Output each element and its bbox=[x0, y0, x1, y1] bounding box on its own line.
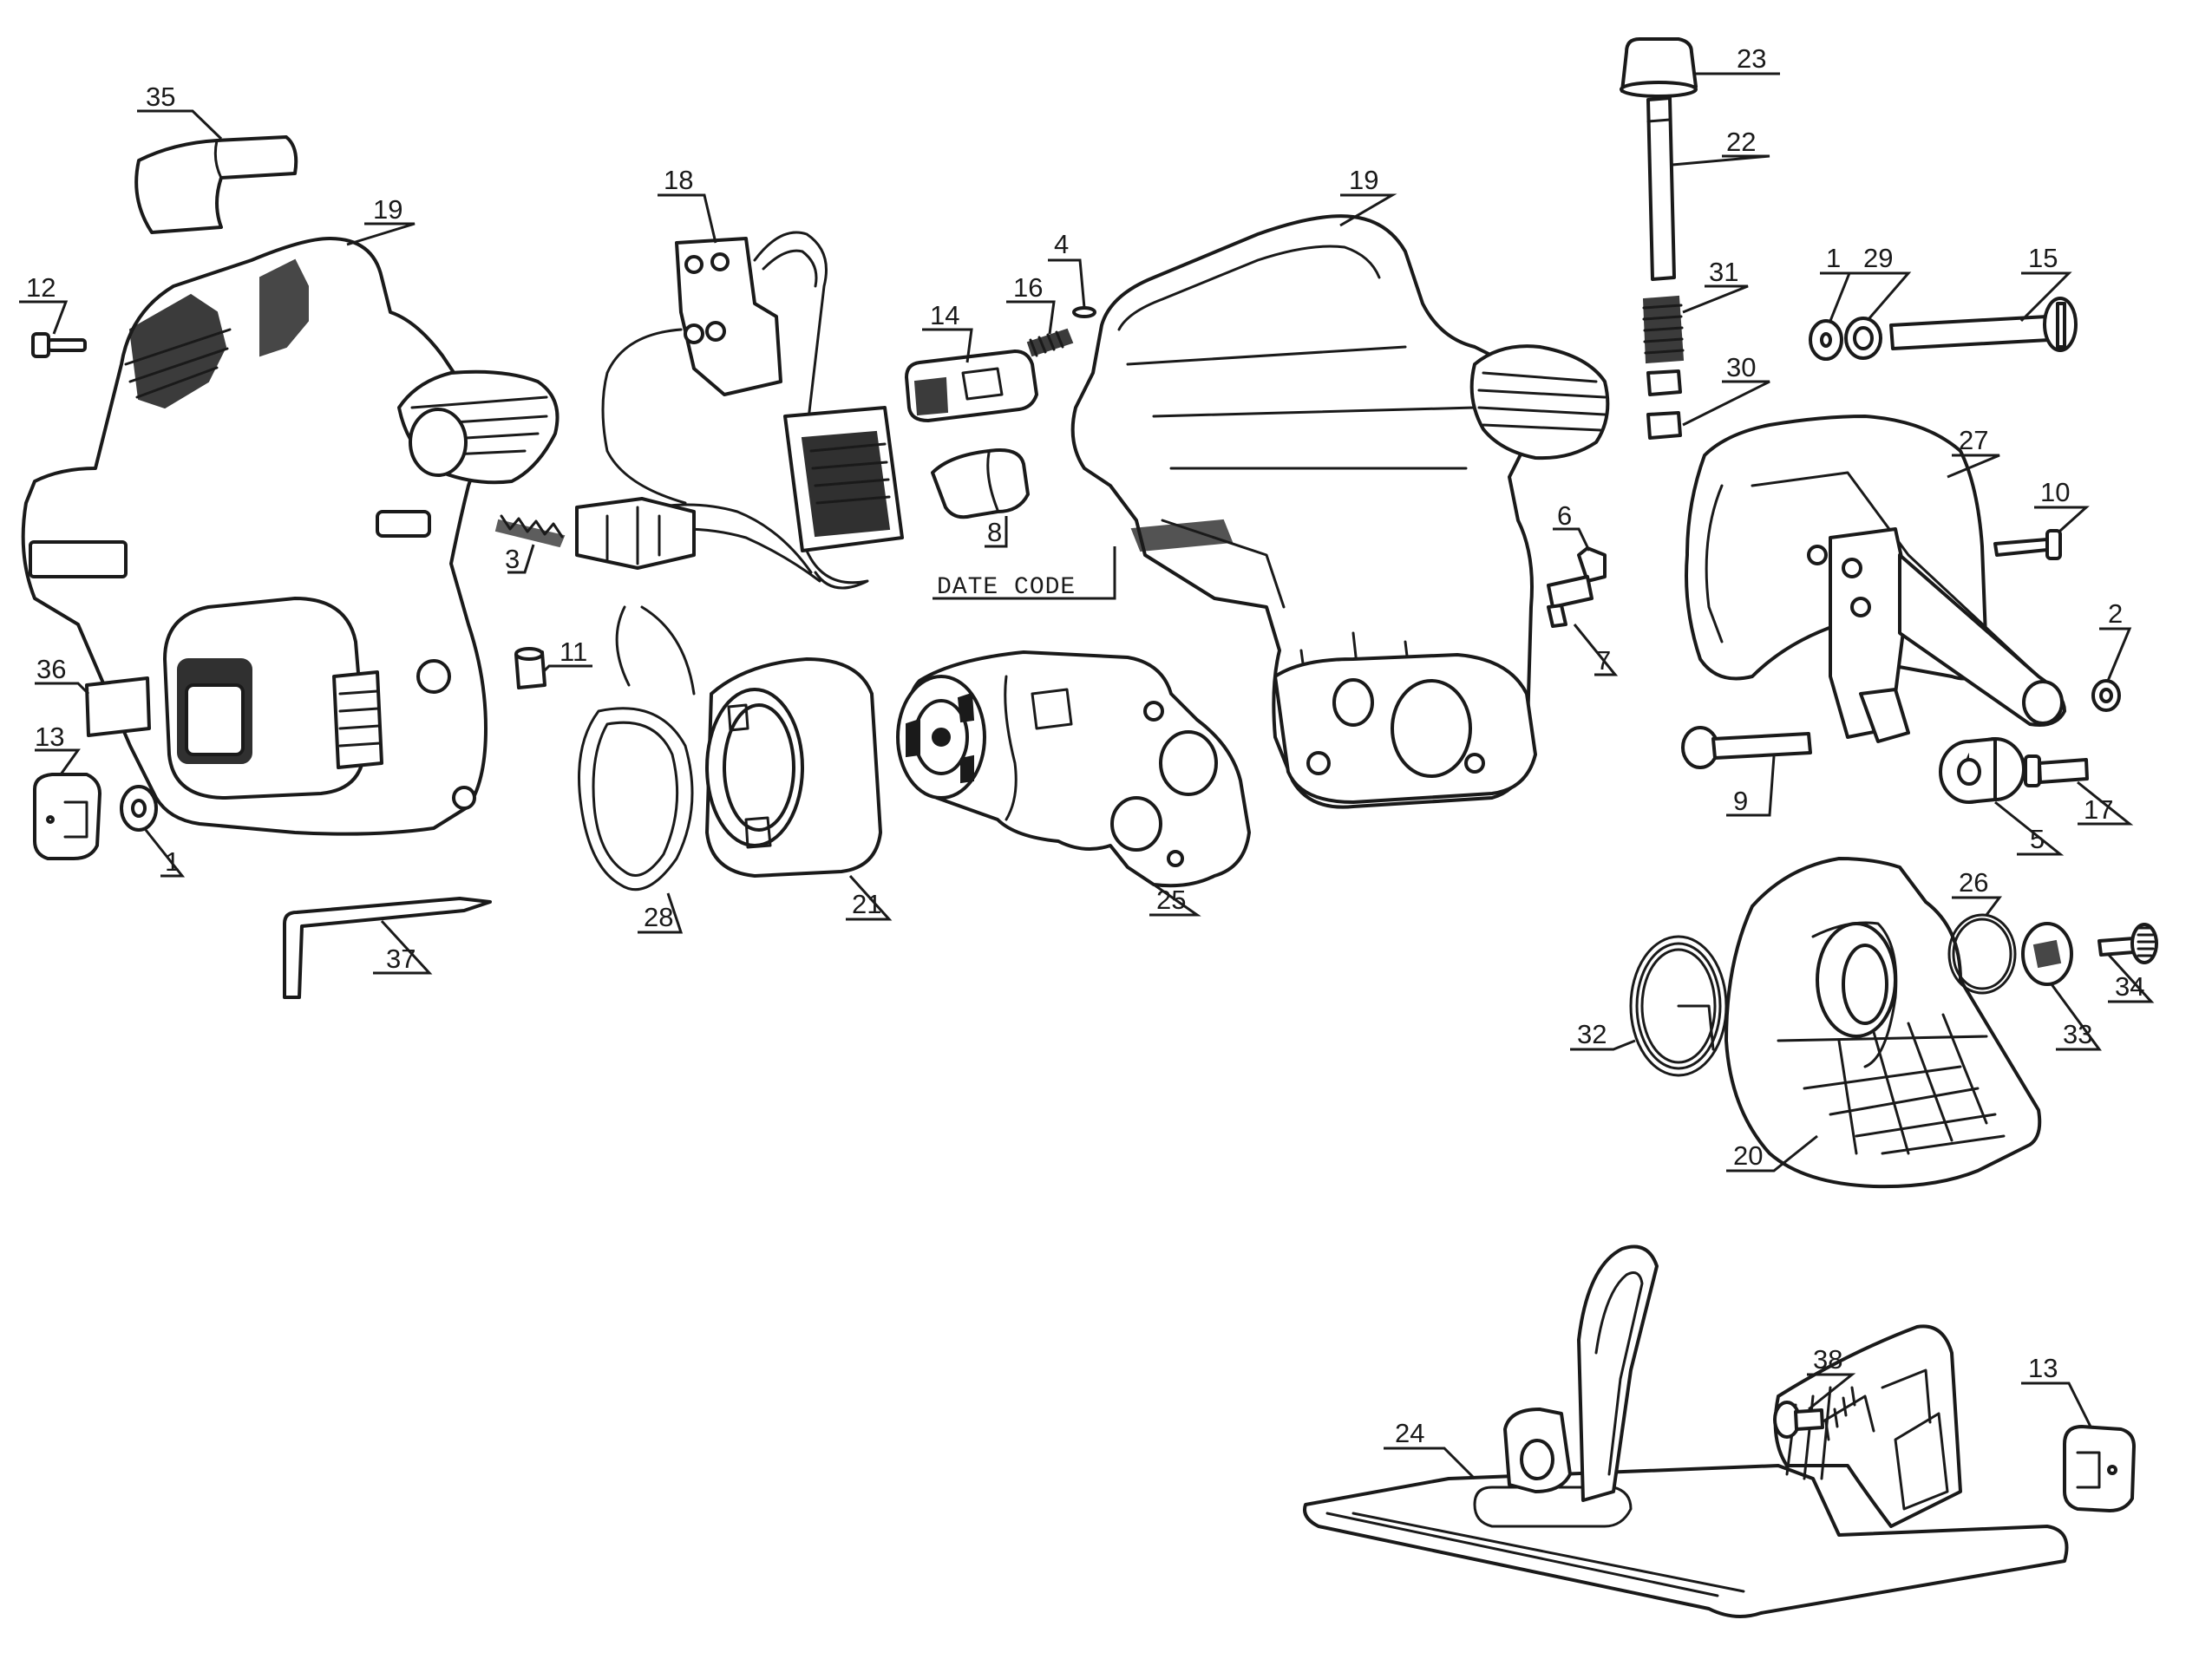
callout-7: 7 bbox=[1596, 645, 1611, 676]
callout-35: 35 bbox=[146, 82, 175, 112]
part-32-spring-coil bbox=[1629, 935, 1728, 1077]
part-8-trigger bbox=[931, 448, 1030, 519]
part-14-lock-button bbox=[905, 349, 1038, 422]
part-13-right-pad bbox=[2063, 1425, 2136, 1512]
callout-26: 26 bbox=[1959, 867, 1988, 898]
part-19-right-housing bbox=[1070, 214, 1610, 809]
part-29-washer bbox=[1844, 317, 1882, 360]
part-31-spring bbox=[1642, 295, 1685, 364]
callout-22: 22 bbox=[1726, 127, 1756, 157]
part-11-sleeve bbox=[514, 647, 546, 689]
callout-37: 37 bbox=[386, 944, 416, 974]
part-17-screw bbox=[2024, 754, 2089, 787]
part-26-ring bbox=[1947, 913, 2017, 995]
part-13-left-pad bbox=[33, 773, 101, 860]
part-10-screw bbox=[1993, 529, 2062, 560]
callout-6: 6 bbox=[1557, 500, 1572, 531]
part-27-guard-lever bbox=[1685, 415, 2066, 743]
part-18-switch-assembly bbox=[575, 231, 904, 696]
part-12-screw bbox=[31, 332, 87, 358]
callout-14: 14 bbox=[930, 300, 959, 330]
callout-2: 2 bbox=[2108, 598, 2123, 629]
callout-20: 20 bbox=[1733, 1140, 1763, 1171]
part-3-spring bbox=[494, 514, 566, 548]
callout-24: 24 bbox=[1395, 1418, 1424, 1448]
part-2-nut bbox=[2091, 679, 2121, 712]
part-37-hex-key bbox=[283, 897, 492, 999]
part-7-clip bbox=[1547, 575, 1594, 628]
callout-28: 28 bbox=[644, 902, 673, 932]
part-1-right-washer bbox=[1809, 319, 1843, 361]
callout-12: 12 bbox=[26, 272, 56, 303]
callout-27: 27 bbox=[1959, 425, 1988, 455]
callout-19-right: 19 bbox=[1349, 165, 1378, 195]
part-36-label-plate bbox=[85, 676, 151, 737]
callout-13-right: 13 bbox=[2028, 1353, 2058, 1383]
part-1-left-washer bbox=[120, 785, 158, 832]
callout-8: 8 bbox=[987, 517, 1002, 547]
callout-16: 16 bbox=[1013, 272, 1043, 303]
part-19-left-housing bbox=[21, 237, 560, 836]
part-24-base-plate bbox=[1303, 1244, 2069, 1618]
part-28-ring bbox=[578, 707, 694, 892]
leader-lines bbox=[19, 72, 2155, 1480]
callout-13-left: 13 bbox=[35, 722, 64, 752]
callout-34: 34 bbox=[2115, 971, 2144, 1002]
part-35-label-cap bbox=[134, 135, 298, 234]
callout-labels: 35 19 12 3 36 13 1 37 11 18 28 21 25 4 1… bbox=[26, 43, 2144, 1448]
callout-33: 33 bbox=[2063, 1019, 2092, 1049]
part-34-blade-bolt bbox=[2097, 923, 2158, 964]
callout-19-left: 19 bbox=[373, 194, 402, 225]
callout-9: 9 bbox=[1733, 786, 1748, 816]
part-23-knob bbox=[1620, 37, 1698, 98]
callout-23: 23 bbox=[1737, 43, 1766, 74]
part-15-bolt bbox=[1889, 297, 2078, 352]
part-4-pin bbox=[1072, 306, 1096, 318]
callout-5: 5 bbox=[2030, 824, 2045, 854]
callout-15: 15 bbox=[2028, 243, 2058, 273]
part-9-screw bbox=[1681, 726, 1812, 769]
callout-1-right: 1 bbox=[1826, 243, 1841, 273]
callout-25: 25 bbox=[1156, 885, 1186, 915]
callout-36: 36 bbox=[36, 654, 66, 684]
part-33-flange bbox=[2021, 922, 2073, 986]
callout-3: 3 bbox=[505, 544, 520, 574]
part-38-screw bbox=[1773, 1401, 1824, 1439]
date-code-label: DATE CODE bbox=[937, 574, 1076, 601]
callout-11: 11 bbox=[560, 637, 587, 667]
part-30-blocks bbox=[1646, 369, 1682, 440]
callout-38: 38 bbox=[1813, 1344, 1842, 1375]
part-25-motor-gearbox bbox=[896, 650, 1251, 888]
part-21-end-cap bbox=[705, 657, 882, 878]
part-16-spring bbox=[1026, 328, 1074, 357]
callout-18: 18 bbox=[664, 165, 693, 195]
callout-32: 32 bbox=[1577, 1019, 1607, 1049]
callout-10: 10 bbox=[2040, 477, 2070, 507]
part-20-lower-guard bbox=[1724, 857, 2042, 1189]
callout-21: 21 bbox=[852, 889, 881, 919]
callout-1-left: 1 bbox=[165, 846, 180, 877]
callout-4: 4 bbox=[1054, 229, 1069, 259]
callout-31: 31 bbox=[1709, 257, 1738, 287]
part-5-spacer bbox=[1939, 737, 2025, 804]
part-22-rod bbox=[1646, 96, 1676, 281]
callout-29: 29 bbox=[1863, 243, 1893, 273]
callout-17: 17 bbox=[2084, 794, 2113, 825]
callout-30: 30 bbox=[1726, 352, 1756, 382]
